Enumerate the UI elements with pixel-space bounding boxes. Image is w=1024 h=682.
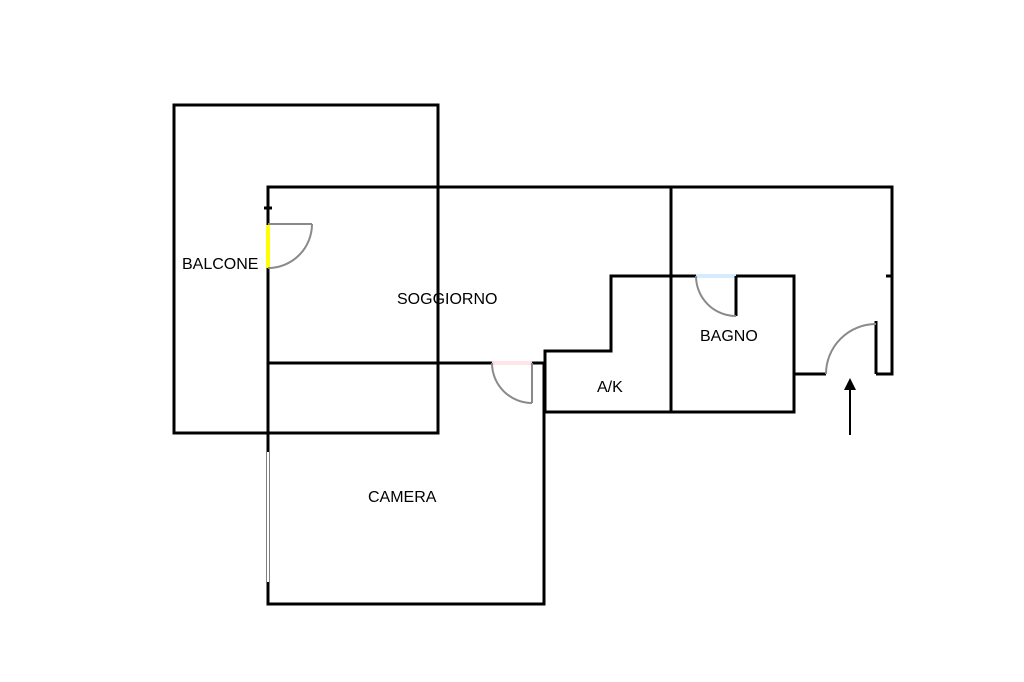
label-ak: A/K [597, 379, 623, 396]
door-bagno [695, 275, 737, 317]
door-entrance [825, 323, 877, 375]
room-balcone [172, 103, 440, 435]
room-ingresso [669, 185, 894, 376]
label-bagno: BAGNO [700, 328, 758, 345]
entrance-arrow-icon [844, 378, 856, 435]
watermark-logo [462, 298, 562, 366]
label-soggiorno: SOGGIORNO [397, 291, 497, 308]
label-camera: CAMERA [368, 489, 437, 506]
door-camera [491, 362, 533, 404]
door-balcone [267, 223, 313, 269]
room-camera [266, 361, 546, 606]
label-balcone: BALCONE [182, 256, 258, 273]
